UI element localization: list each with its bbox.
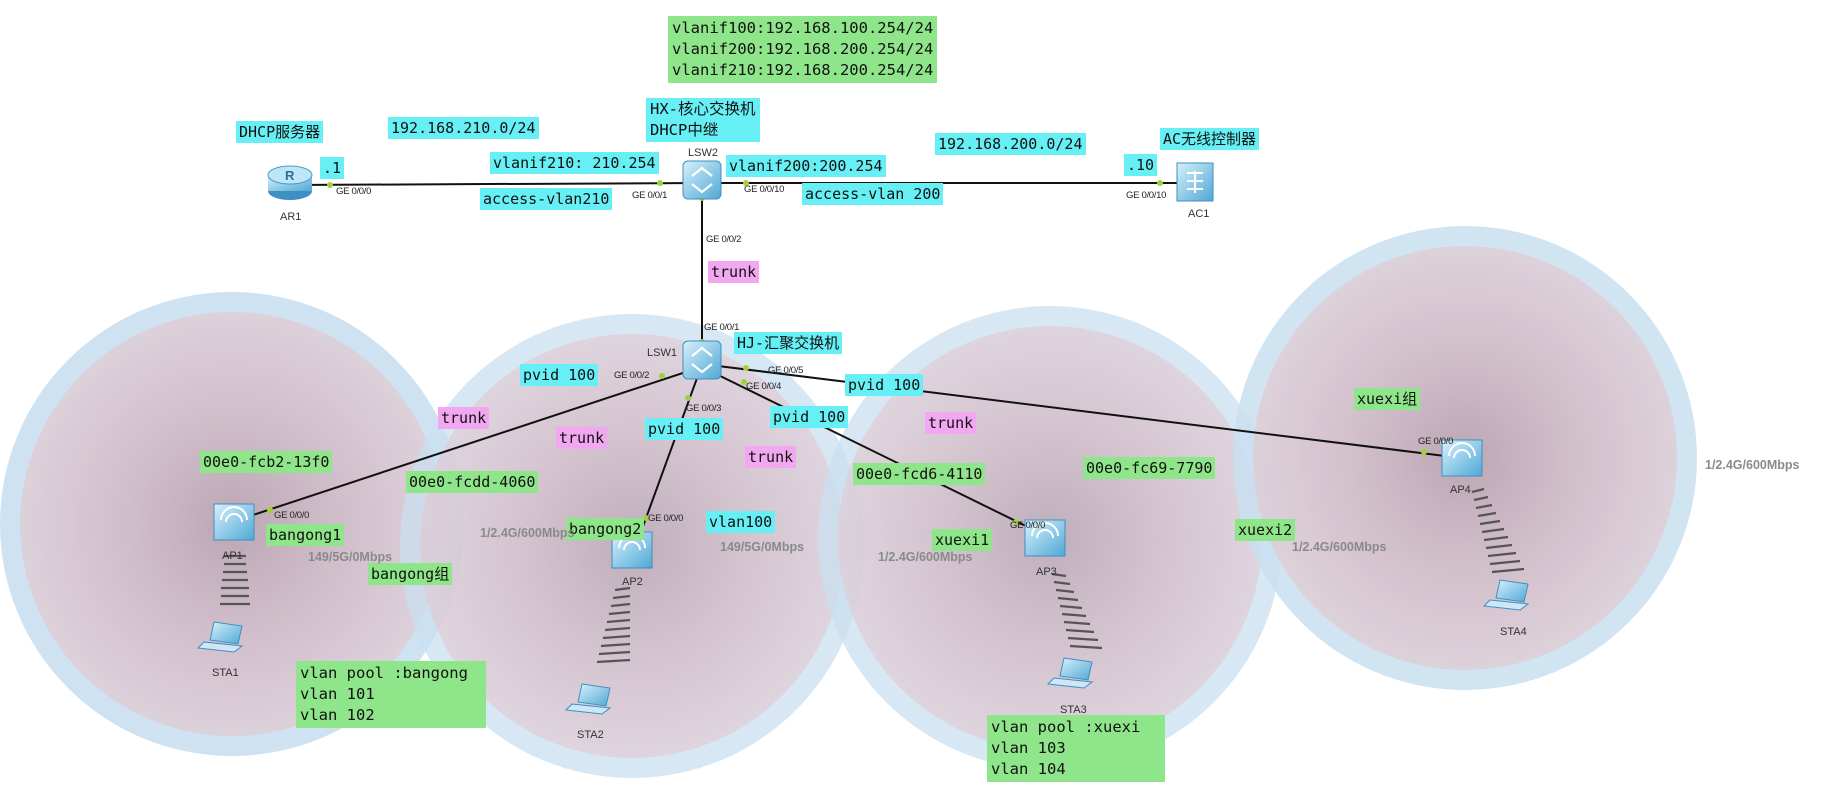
pool-line: vlan pool :bangong xyxy=(300,664,468,682)
link-lsw1-ap3[interactable] xyxy=(707,369,1031,529)
dhcp-server-title: DHCP服务器 xyxy=(236,121,324,143)
config-line: vlanif100:192.168.100.254/24 xyxy=(672,19,934,37)
link-lsw1-ap4[interactable] xyxy=(709,364,1446,457)
vlanif-config-box: vlanif100:192.168.100.254/24 vlanif200:19… xyxy=(668,16,938,83)
port-label: GE 0/0/3 xyxy=(686,403,722,414)
vlan-pool-box: vlan pool :bangong vlan 101 vlan 102 xyxy=(296,661,486,728)
trunk-label: trunk xyxy=(438,407,490,429)
device-name: STA2 xyxy=(577,729,604,741)
core-switch-title: HX-核心交换机 DHCP中继 xyxy=(646,98,760,142)
wireless-signal-icon xyxy=(1471,487,1525,574)
trunk-label: trunk xyxy=(708,261,760,283)
port-label: GE 0/0/1 xyxy=(632,190,668,201)
device-name: AP2 xyxy=(622,576,643,588)
config-line: vlanif200:192.168.200.254/24 xyxy=(672,40,934,58)
svg-text:R: R xyxy=(285,168,295,183)
group-label: bangong组 xyxy=(368,563,453,585)
config-line: vlanif210:192.168.200.254/24 xyxy=(672,61,934,79)
aggregation-switch-icon[interactable] xyxy=(682,340,722,380)
wireless-signal-icon xyxy=(1051,572,1103,650)
port-label: GE 0/0/0 xyxy=(648,513,684,524)
trunk-label: trunk xyxy=(556,427,608,449)
port-label: GE 0/0/0 xyxy=(274,510,310,521)
device-name: LSW2 xyxy=(688,147,718,159)
ap-mac-label: 00e0-fc69-7790 xyxy=(1083,457,1216,479)
router-icon[interactable]: R xyxy=(267,165,313,200)
access-point-icon[interactable] xyxy=(1024,519,1066,557)
vlan-label: vlan100 xyxy=(706,511,776,533)
pvid-label: pvid 100 xyxy=(845,374,924,396)
access-point-icon[interactable] xyxy=(213,503,255,541)
ap-mac-label: 00e0-fcdd-4060 xyxy=(406,471,539,493)
ap-mac-label: 00e0-fcd6-4110 xyxy=(853,463,986,485)
ap-rate-label: 1/2.4G/600Mbps xyxy=(878,550,973,564)
pool-line: vlan 103 xyxy=(991,739,1066,757)
ap-rate-label: 1/2.4G/600Mbps xyxy=(1705,458,1800,472)
link-lsw1-ap1[interactable] xyxy=(249,367,699,517)
subnet-label: 192.168.210.0/24 xyxy=(388,117,539,139)
pool-line: vlan 102 xyxy=(300,706,375,724)
ip-suffix-label: .10 xyxy=(1124,154,1158,176)
ap-rate-label: 149/5G/0Mbps xyxy=(720,540,805,554)
ap-rate-label: 149/5G/0Mbps xyxy=(308,550,393,564)
pvid-label: pvid 100 xyxy=(520,364,599,386)
port-label: GE 0/0/4 xyxy=(746,381,782,392)
pool-line: vlan 104 xyxy=(991,760,1066,778)
vlanif-label: vlanif200:200.254 xyxy=(726,155,886,177)
core-switch-icon[interactable] xyxy=(682,160,722,200)
ap-rate-label: 1/2.4G/600Mbps xyxy=(480,526,575,540)
group-label: xuexi组 xyxy=(1354,388,1421,410)
port-label: GE 0/0/2 xyxy=(614,370,650,381)
trunk-label: trunk xyxy=(925,412,977,434)
access-controller-icon[interactable] xyxy=(1176,162,1214,202)
pool-line: vlan pool :xuexi xyxy=(991,718,1141,736)
device-name: STA1 xyxy=(212,667,239,679)
pvid-label: pvid 100 xyxy=(770,406,849,428)
pvid-label: pvid 100 xyxy=(645,418,724,440)
device-name: AP4 xyxy=(1450,484,1471,496)
port-label: GE 0/0/0 xyxy=(336,186,372,197)
core-title-line: DHCP中继 xyxy=(650,121,719,139)
subnet-label: 192.168.200.0/24 xyxy=(935,133,1086,155)
port-label: GE 0/0/10 xyxy=(1126,190,1167,201)
port-label: GE 0/0/10 xyxy=(744,184,785,195)
aggregation-switch-title: HJ-汇聚交换机 xyxy=(734,332,843,354)
access-point-icon[interactable] xyxy=(1441,439,1483,477)
device-name: LSW1 xyxy=(647,347,677,359)
port-label: GE 0/0/0 xyxy=(1418,436,1454,447)
port-label: GE 0/0/1 xyxy=(704,322,740,333)
port-label: GE 0/0/0 xyxy=(1010,520,1046,531)
device-name: STA4 xyxy=(1500,626,1527,638)
laptop-icon[interactable] xyxy=(564,683,612,715)
device-name: STA3 xyxy=(1060,704,1087,716)
pool-line: vlan 101 xyxy=(300,685,375,703)
port-label: GE 0/0/5 xyxy=(768,365,804,376)
ap-rate-label: 1/2.4G/600Mbps xyxy=(1292,540,1387,554)
wireless-signal-icon xyxy=(596,586,631,664)
core-title-line: HX-核心交换机 xyxy=(650,100,756,118)
access-vlan-label: access-vlan 200 xyxy=(802,183,944,205)
ssid-label: xuexi2 xyxy=(1235,519,1296,541)
ac-title: AC无线控制器 xyxy=(1160,128,1260,150)
laptop-icon[interactable] xyxy=(1046,657,1094,689)
access-vlan-label: access-vlan210 xyxy=(480,188,613,210)
device-name: AC1 xyxy=(1188,208,1210,220)
vlanif-label: vlanif210: 210.254 xyxy=(490,152,659,174)
ssid-label: bangong2 xyxy=(566,518,645,540)
port-label: GE 0/0/2 xyxy=(706,234,742,245)
laptop-icon[interactable] xyxy=(196,621,244,653)
ip-suffix-label: .1 xyxy=(320,157,345,179)
device-name: AP3 xyxy=(1036,566,1057,578)
ap-mac-label: 00e0-fcb2-13f0 xyxy=(200,451,333,473)
vlan-pool-box: vlan pool :xuexi vlan 103 vlan 104 xyxy=(987,715,1165,782)
laptop-icon[interactable] xyxy=(1482,579,1530,611)
link-ar1-lsw2[interactable] xyxy=(291,182,701,186)
ssid-label: bangong1 xyxy=(266,524,345,546)
device-name: AR1 xyxy=(280,211,302,223)
wireless-signal-icon xyxy=(220,554,250,606)
trunk-label: trunk xyxy=(745,446,797,468)
device-name: AP1 xyxy=(222,550,243,562)
ssid-label: xuexi1 xyxy=(932,529,993,551)
